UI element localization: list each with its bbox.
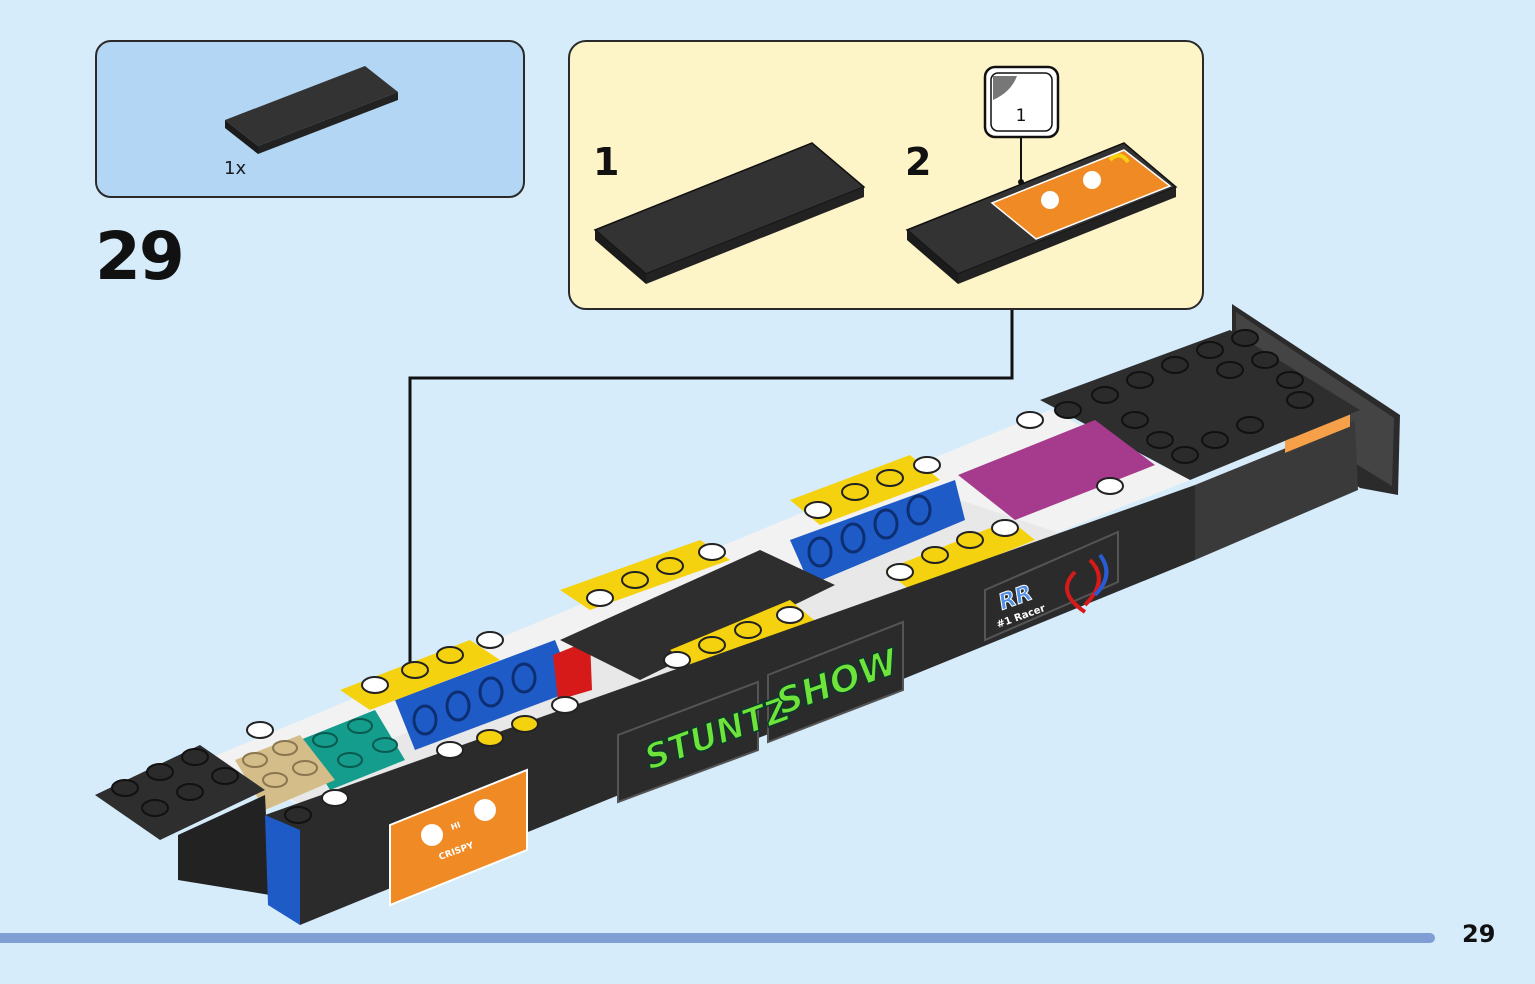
footer-bar: [0, 933, 1435, 943]
step-number: 29: [95, 218, 185, 295]
page-number: 29: [1462, 920, 1496, 948]
sticker-callout-icon: [983, 65, 1060, 185]
parts-quantity: 1x: [224, 158, 247, 179]
sub-step-label-1: 1: [593, 140, 620, 184]
sticker-number: 1: [1015, 106, 1027, 126]
sub-step-2-tile-icon: [905, 142, 1178, 284]
black-tile-icon: [225, 66, 398, 154]
main-model-illustration: [95, 304, 1400, 925]
sub-step-label-2: 2: [905, 140, 932, 184]
sub-step-1-tile-icon: [593, 142, 866, 284]
hi-sticker-text: HI: [450, 820, 462, 832]
